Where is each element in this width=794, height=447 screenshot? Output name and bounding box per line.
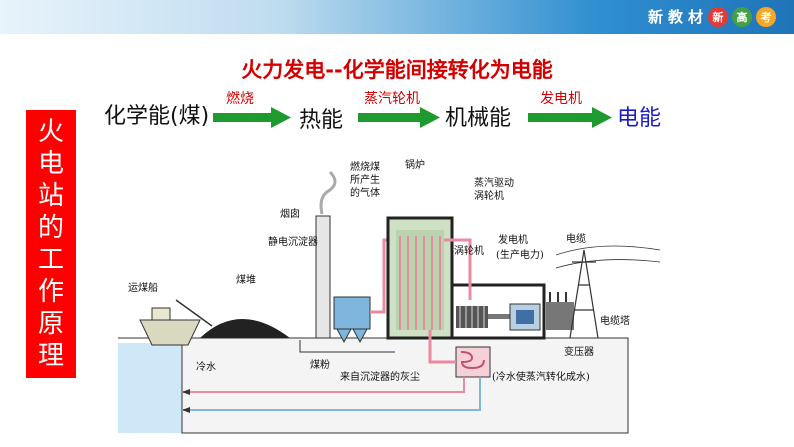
label-gas: 所产生 (350, 173, 380, 186)
label-cable: 电缆 (566, 232, 586, 245)
label-generator-note: (生产电力) (496, 248, 544, 261)
label-chimney: 烟囱 (280, 207, 300, 220)
condenser (455, 346, 491, 378)
turbine-house (450, 283, 546, 340)
label-turbine: 涡轮机 (454, 244, 484, 257)
label-condense: (冷水使蒸汽转化成水) (492, 370, 590, 383)
ground-block (181, 337, 629, 434)
generator (509, 303, 541, 331)
side-panel-footer (26, 368, 76, 374)
label-gas: 燃烧煤 (350, 160, 380, 173)
green-arrow-2 (358, 107, 440, 128)
label-boiler: 锅炉 (405, 159, 425, 171)
top-banner: 新 教 材 新 高 考 (0, 0, 794, 34)
label-precipitator: 静电沉淀器 (268, 235, 318, 248)
brand-char: 新 (647, 8, 664, 26)
side-title-char: 原 (37, 309, 64, 339)
arrow-label-steam-turbine: 蒸汽轮机 (364, 91, 420, 107)
label-gas: 的气体 (350, 186, 380, 199)
transformer (546, 292, 574, 330)
brand-badge: 高 (732, 6, 752, 27)
chain-mechanical-energy: 机械能 (445, 106, 512, 131)
water-area (118, 343, 182, 433)
brand-badge: 新 (708, 6, 728, 27)
label-transformer: 变压器 (564, 345, 594, 358)
cable-tower (555, 245, 661, 339)
green-arrow-1 (213, 107, 291, 128)
side-title-char: 理 (37, 341, 64, 371)
green-arrow-3 (528, 107, 612, 128)
chain-electric-energy: 电能 (617, 106, 662, 131)
side-title-panel: 火 电 站 的 工 作 原 理 (26, 110, 76, 378)
label-cold-water: 冷水 (196, 360, 216, 373)
arrow-label-generator: 发电机 (540, 91, 582, 107)
label-ash: 来自沉淀器的灰尘 (340, 370, 420, 383)
side-title-char: 电 (37, 149, 64, 179)
label-coal-powder: 煤粉 (310, 358, 330, 371)
brand-char: 教 (667, 8, 684, 26)
label-tower: 电缆塔 (600, 314, 630, 327)
coal-ship (139, 299, 213, 346)
brand-badge: 考 (756, 6, 776, 27)
label-coal-pile: 煤堆 (236, 273, 256, 286)
side-title-char: 工 (37, 245, 64, 275)
brand-logo: 新 教 材 新 高 考 (648, 6, 776, 27)
side-title-char: 作 (37, 277, 64, 307)
side-title-char: 的 (37, 213, 64, 243)
electrostatic-precipitator (333, 296, 371, 344)
chain-chemical-energy: 化学能(煤) (104, 104, 210, 129)
coal-pile (200, 319, 290, 338)
chimney (315, 170, 337, 339)
chain-heat-energy: 热能 (299, 108, 344, 133)
brand-char: 材 (687, 8, 704, 26)
label-turbine-drive: 涡轮机 (474, 189, 504, 202)
label-generator: 发电机 (498, 233, 528, 246)
arrow-label-burn: 燃烧 (226, 91, 254, 107)
side-title-char: 站 (37, 181, 64, 211)
slide-title: 火力发电--化学能间接转化为电能 (241, 58, 553, 82)
steam-turbine (456, 306, 514, 328)
boiler (386, 216, 454, 340)
label-coal-ship: 运煤船 (128, 281, 158, 294)
side-title-char: 火 (37, 117, 64, 147)
label-turbine-drive: 蒸汽驱动 (474, 176, 514, 189)
